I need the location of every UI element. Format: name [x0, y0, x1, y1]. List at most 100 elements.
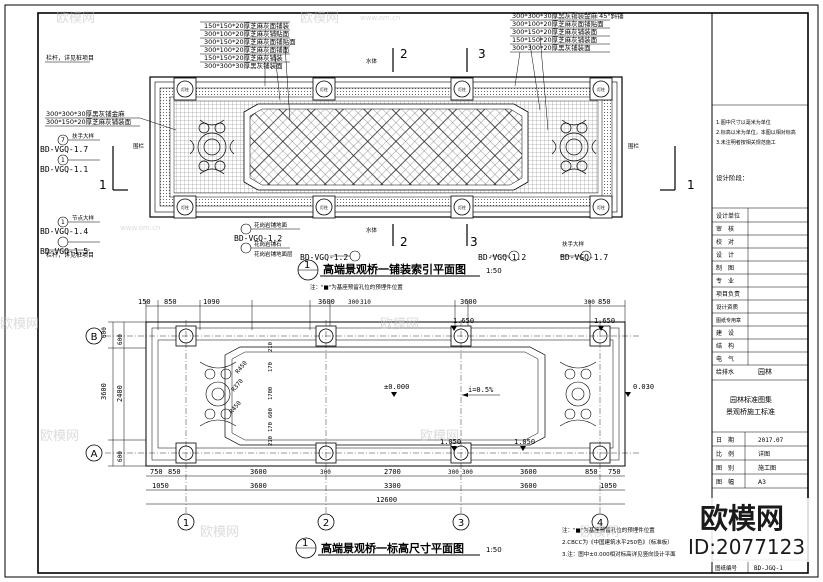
- radius-3: R450: [228, 399, 243, 415]
- index-ref-3: BD-VGQ-1.4: [40, 227, 88, 236]
- lamp-post: 灯柱: [589, 77, 613, 101]
- tb-row-7: 项目负责: [716, 290, 740, 298]
- dim-bottom-3: 3600: [250, 468, 267, 476]
- tb-info-label-2: 比 例: [716, 450, 734, 458]
- index-ref-4: BD-VGQ-1.5: [40, 247, 88, 256]
- dim-bottom2-2: 3600: [250, 482, 267, 490]
- section-mark-3-bottom: 3: [470, 235, 478, 249]
- plan-bottom-title: 高端景观桥一标高尺寸平面图: [321, 541, 464, 555]
- bridge-outline: [149, 76, 623, 218]
- tb-row-12: 电 气: [716, 355, 734, 363]
- tb-note-2: 2.标高以米为单位，本图以相对标高: [716, 129, 796, 136]
- tb-row-3: 校 对: [716, 238, 734, 246]
- dim-top-8: 300: [584, 299, 595, 306]
- index-bottom-1: BD-VGQ-1.2: [234, 234, 282, 243]
- watermark-text: 欧模网: [560, 11, 599, 26]
- plan-top-note: 注："■"为基座预留孔位的预埋件位置: [310, 283, 403, 291]
- tb-info-label-1: 日 期: [716, 436, 734, 444]
- brand-watermark-text: 欧模网: [700, 502, 784, 535]
- tb-project-name: 园林标准图集: [730, 395, 772, 404]
- index-bubbles-left: [57, 134, 100, 248]
- callout-tl-1: 150*150*20厚芝麻灰面铺装: [204, 21, 290, 30]
- dim-top-7: 3600: [460, 298, 477, 306]
- index-ref-1: BD-VGQ-1.7: [40, 145, 88, 154]
- tb-note-1: 1.图中尺寸以毫米为单位: [716, 119, 771, 126]
- dim-left-2: 3600: [100, 383, 108, 400]
- dim-bottom2-4: 3600: [520, 482, 537, 490]
- callout-tr-1: 300*300*30厚黑灰铺装金麻 45°斜铺: [512, 11, 624, 20]
- ornament-lower-left: [199, 361, 237, 427]
- watermark-text: 欧模网: [580, 525, 619, 540]
- axis-col-2: 2: [323, 518, 329, 529]
- tb-info-value-4: A3: [758, 479, 766, 486]
- section-mark-2-top: 2: [400, 47, 408, 61]
- small-label: 围栏: [133, 142, 145, 150]
- callout-leaders: [45, 19, 610, 251]
- tb-info-value-1: 2017.07: [758, 437, 784, 444]
- dim-bottom2-1: 1050: [152, 482, 169, 490]
- ornament-lower-right: [559, 361, 597, 427]
- dim-top-9: 850: [598, 298, 611, 306]
- index-bottom-4: BD-VGQ-1.7: [560, 253, 608, 262]
- lamp-post: 灯柱: [312, 77, 336, 101]
- dim-bottom2-5: 1050: [600, 482, 617, 490]
- small-label: 花岗岩铺地面: [254, 221, 288, 229]
- watermark-text: 欧模网: [420, 429, 459, 444]
- small-label: 花岗岩铺地面层: [254, 250, 293, 258]
- watermark-text: 欧模网: [380, 317, 419, 332]
- small-label: 扶手大样: [562, 240, 585, 248]
- elevation-3: ±0.000: [384, 383, 409, 391]
- post-label: 灯柱: [458, 204, 466, 210]
- index-bubbles-bottom: [240, 223, 592, 262]
- dim-inner-1: 210: [268, 342, 274, 352]
- bridge-outline-lower: [145, 321, 626, 467]
- lamp-post: 灯柱: [450, 77, 474, 101]
- title-number: 1: [304, 260, 310, 271]
- dim-bottom2-3: 3300: [384, 482, 401, 490]
- post-label: 灯柱: [597, 204, 605, 210]
- radius-2: R370: [230, 377, 245, 393]
- small-label: 水体: [366, 57, 378, 65]
- dim-top-2: 850: [164, 298, 177, 306]
- small-label: 节点大样: [72, 214, 95, 222]
- tb-stamp: 园林: [758, 367, 772, 376]
- dim-bottom-8: 3600: [520, 468, 537, 476]
- dim-top-3: 1090: [203, 298, 220, 306]
- index-num-2: 1: [61, 157, 65, 164]
- tb-info-value-3: 施工图: [758, 464, 776, 472]
- callout-tr-3: 300*150*20厚芝麻灰铺装面: [512, 27, 598, 36]
- tb-row-1: 设计单位: [716, 212, 740, 220]
- tb-row-5: 制 图: [716, 264, 734, 272]
- dim-left-4: 600: [117, 334, 124, 345]
- watermark-text: 欧模网: [56, 11, 95, 26]
- lamp-posts: 灯柱 灯柱 灯柱 灯柱 灯柱 灯柱 灯柱 灯柱: [173, 77, 613, 219]
- callout-tl-4: 300*100*20厚芝麻灰面铺面: [204, 45, 290, 54]
- left-label-2: 300*150*20厚芝麻灰铺装面: [46, 117, 132, 126]
- dim-top-1: 150: [138, 298, 151, 306]
- index-bottom-2: BD-VGQ-1.2: [300, 253, 348, 262]
- dim-bottom-7: 300: [462, 469, 473, 476]
- dim-bottom-1: 750: [150, 468, 163, 476]
- tb-row-10: 建 设: [716, 329, 734, 337]
- plan-top-title: 高端景观桥一铺装索引平面图: [323, 262, 466, 276]
- tb-row-13: 给排水: [716, 368, 734, 376]
- elevation-1: 1.650: [453, 317, 474, 325]
- callout-tl-2: 300*100*20厚芝麻灰铺贴面: [204, 29, 290, 38]
- post-label: 灯柱: [181, 204, 189, 210]
- lamp-post: 灯柱: [173, 77, 197, 101]
- axis-bubble-a: [85, 444, 103, 462]
- dim-inner-5: 170: [268, 422, 274, 432]
- post-label: 灯柱: [597, 86, 605, 92]
- watermark-text: 欧模网: [300, 11, 339, 26]
- plan-bottom-note-1: 注："■"为基座预留孔位的预埋件位置: [562, 526, 655, 534]
- dim-left-3: 2400: [116, 385, 124, 402]
- tb-drawing-no: BD-JGQ-1: [754, 565, 783, 572]
- dim-inner-3: 1700: [268, 387, 274, 400]
- dim-total: 12600: [376, 496, 397, 504]
- index-num-3: 1: [61, 219, 65, 226]
- elevation-4: 1.050: [440, 438, 461, 446]
- lamp-post: 灯柱: [450, 195, 474, 219]
- axis-bubble-2: [317, 513, 335, 531]
- small-label: 围栏: [628, 142, 640, 150]
